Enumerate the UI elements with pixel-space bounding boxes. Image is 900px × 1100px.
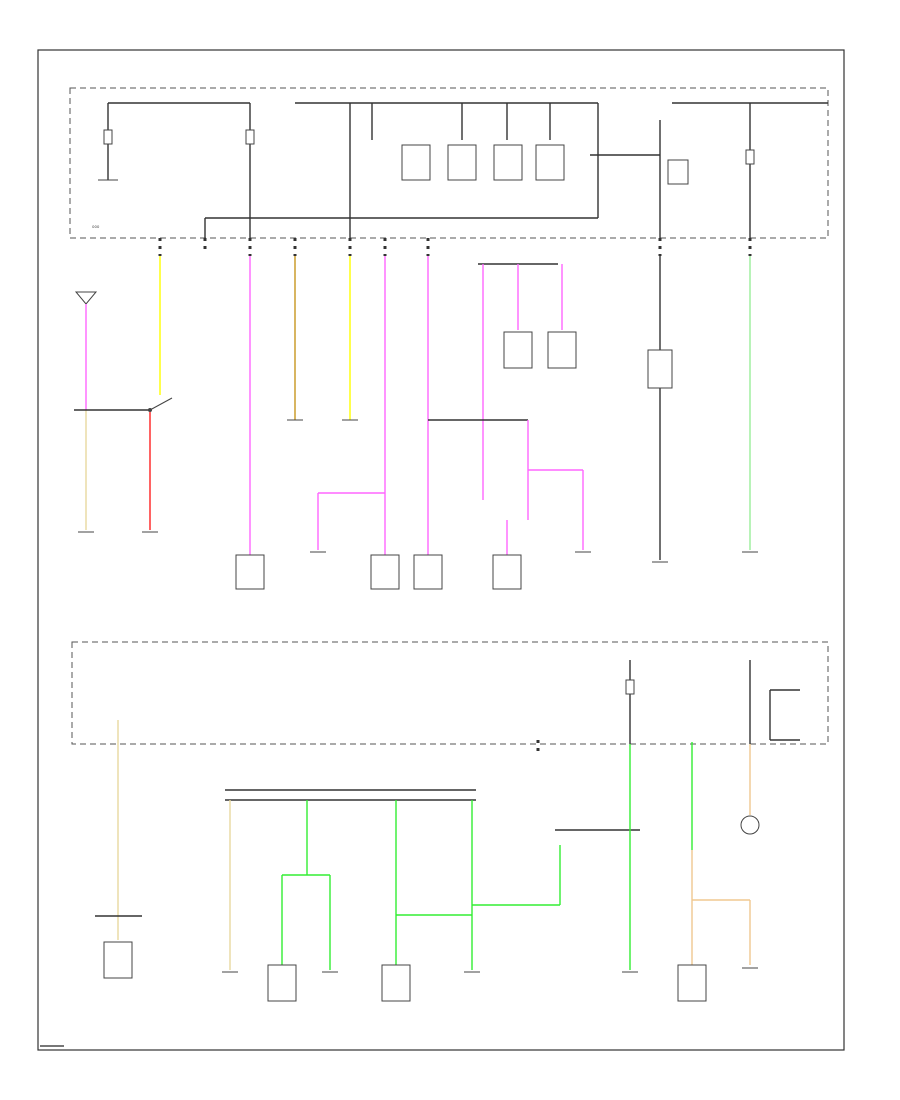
fuse-right <box>745 149 755 165</box>
relay-4 <box>535 144 565 181</box>
component-385 <box>370 554 400 590</box>
under-hood-fuse-box-outline <box>69 87 829 239</box>
fuse-box-code: ooo <box>92 224 100 229</box>
relay-box-562 <box>547 331 577 369</box>
relay-3 <box>493 144 523 181</box>
component-692 <box>677 964 707 1002</box>
relay-right <box>667 159 689 185</box>
component-507 <box>492 554 522 590</box>
indicator-lamp-icon <box>740 815 760 835</box>
battery-circuit <box>74 256 173 533</box>
outer-frame <box>37 49 845 1051</box>
switch-pivot-icon <box>148 408 152 412</box>
under-hood-fuse-box: ooo <box>69 87 829 240</box>
component-396 <box>381 964 411 1002</box>
under-dash-fuse-box-outline <box>71 641 829 745</box>
component-428 <box>413 554 443 590</box>
relay-box-518 <box>503 331 533 369</box>
component-250 <box>235 554 265 590</box>
component-118 <box>103 941 133 979</box>
resistor-660 <box>647 349 673 389</box>
battery-terminal-icon <box>74 291 98 305</box>
fuse-1 <box>103 129 113 145</box>
under-dash-fuse-box <box>71 641 829 745</box>
switch-icon <box>149 397 173 411</box>
component-282 <box>267 964 297 1002</box>
fuse-630 <box>625 679 635 695</box>
relay-1 <box>401 144 431 181</box>
fuse-2 <box>245 129 255 145</box>
relay-2 <box>447 144 477 181</box>
